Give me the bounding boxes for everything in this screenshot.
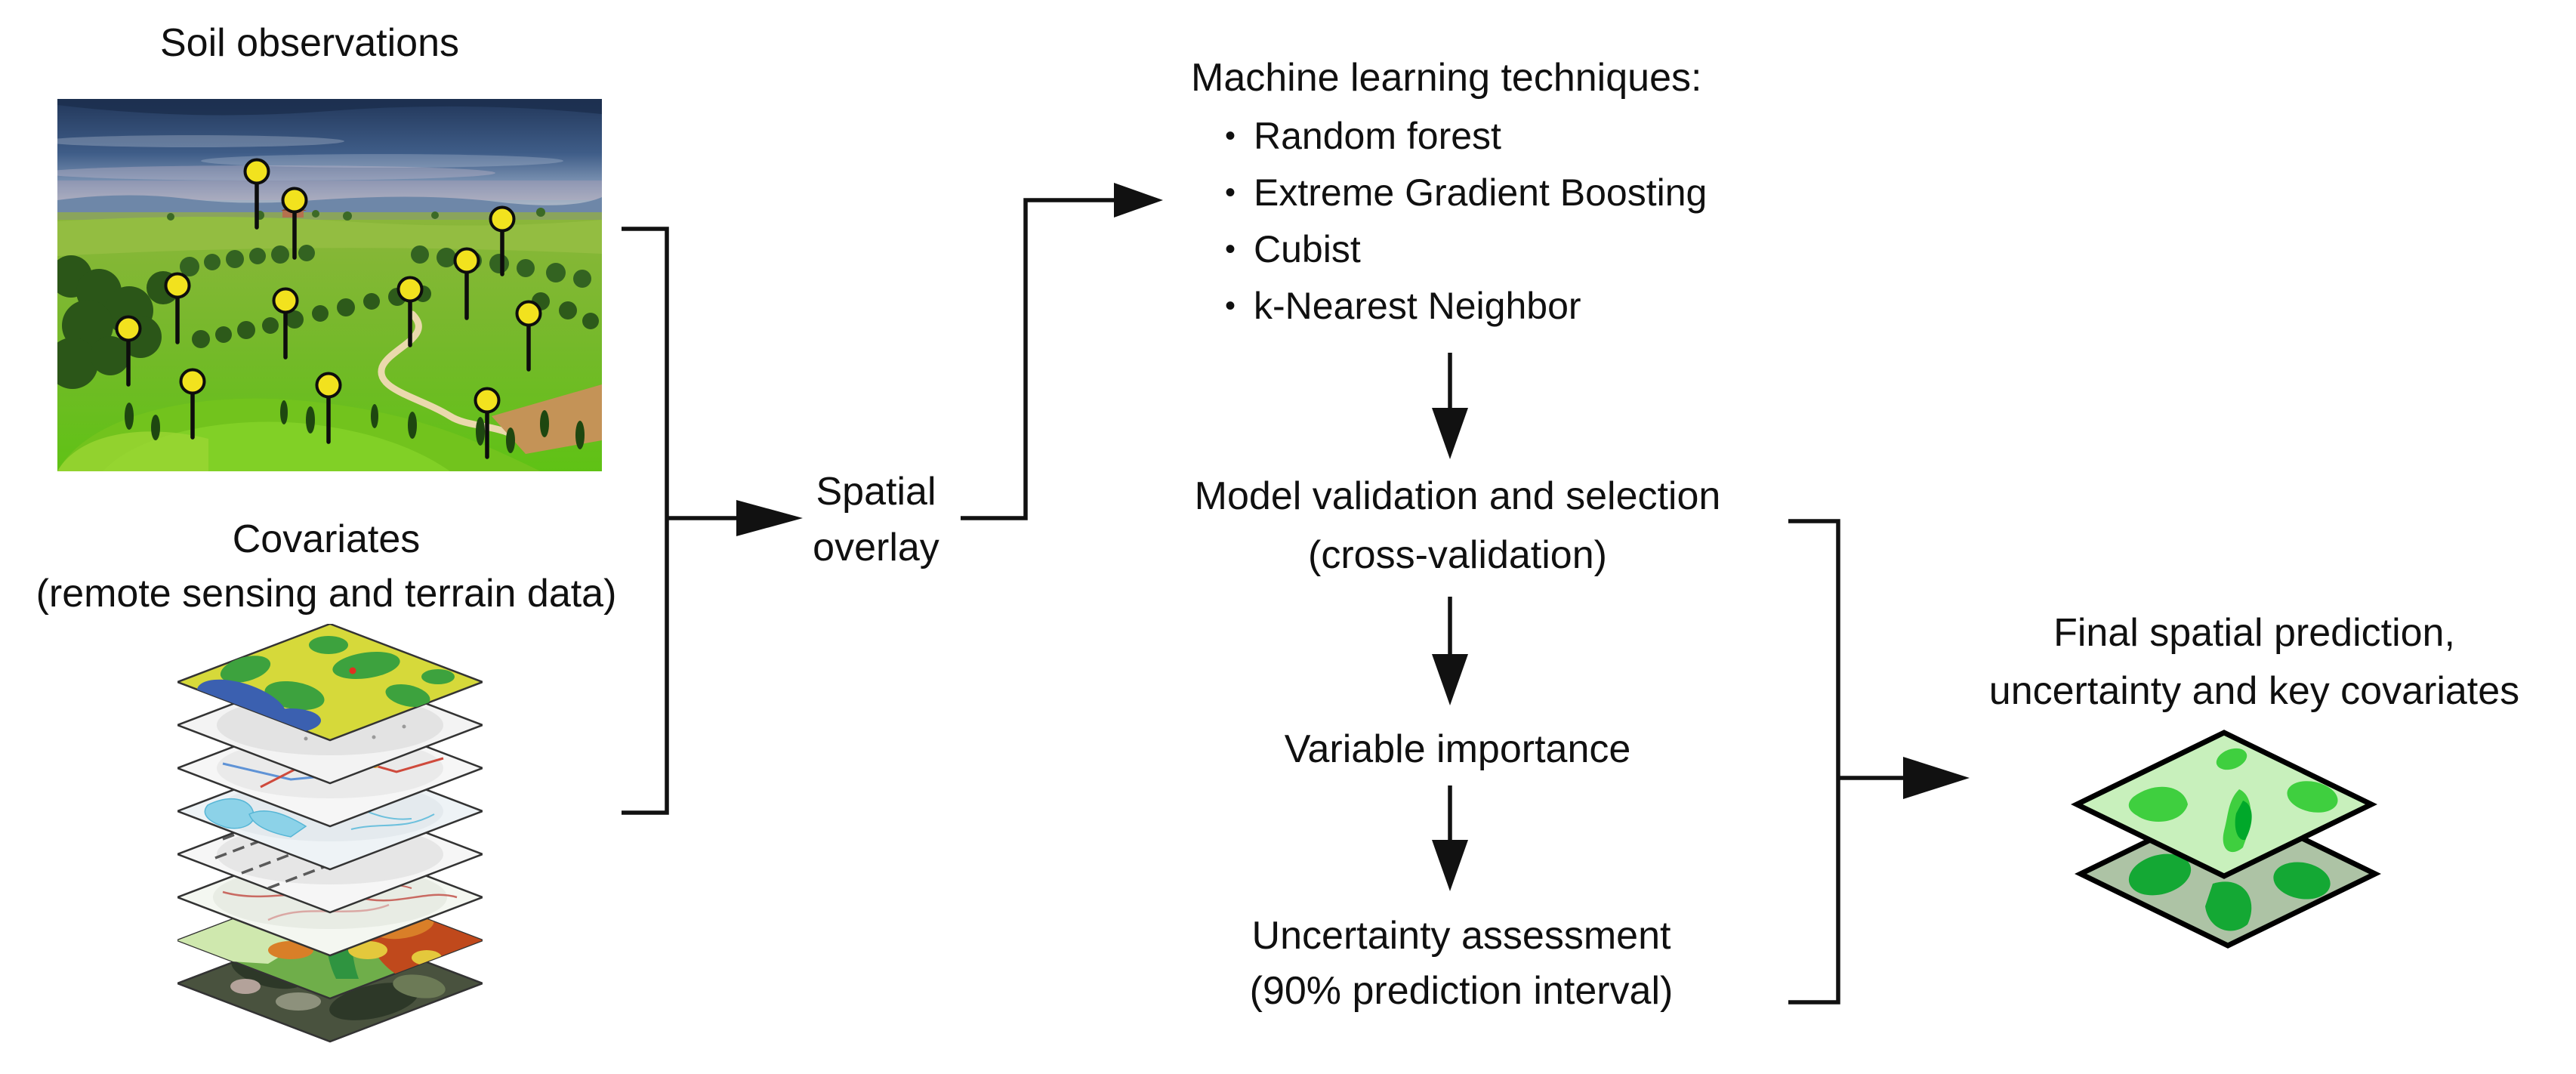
final-line2: uncertainty and key covariates <box>1988 669 2520 713</box>
layer-landcover <box>177 624 483 742</box>
spatial-overlay-label: Spatial overlay <box>770 464 982 576</box>
prediction-layer-top <box>2071 730 2377 879</box>
list-item-knn: • k-Nearest Neighbor <box>1225 277 1707 334</box>
ml-item-label: Cubist <box>1254 227 1361 270</box>
uncertainty-line2: (90% prediction interval) <box>1249 969 1674 1013</box>
bullet-icon: • <box>1225 175 1236 209</box>
soil-observations-title: Soil observations <box>160 21 459 65</box>
prediction-layers-icon <box>2071 730 2381 949</box>
arrowhead-ml <box>1114 183 1163 218</box>
bullet-icon: • <box>1225 119 1236 153</box>
validation-line2: (cross-validation) <box>1308 533 1607 577</box>
ml-item-label: Extreme Gradient Boosting <box>1254 171 1708 214</box>
covariates-line2: (remote sensing and terrain data) <box>35 572 617 616</box>
left-bracket <box>622 227 669 815</box>
validation-line1: Model validation and selection <box>1194 474 1721 518</box>
spatial-overlay-line1: Spatial <box>816 470 936 514</box>
covariate-layer-stack-icon <box>177 624 483 1043</box>
list-item-cubist: • Cubist <box>1225 221 1707 277</box>
right-bracket <box>1788 519 1840 1005</box>
bullet-icon: • <box>1225 289 1236 323</box>
ml-techniques-list: • Random forest • Extreme Gradient Boost… <box>1225 107 1707 334</box>
landscape-art <box>57 99 602 471</box>
final-prediction-label: Final spatial prediction, uncertainty an… <box>1933 604 2575 721</box>
spatial-overlay-line2: overlay <box>813 526 939 569</box>
arrowhead-validation <box>1432 408 1468 459</box>
pin-heads <box>115 158 542 414</box>
top-layer-dark-blob <box>2235 801 2252 841</box>
ml-techniques-heading: Machine learning techniques: <box>1191 56 1702 100</box>
arrowhead-uncertainty <box>1432 840 1468 891</box>
uncertainty-line1: Uncertainty assessment <box>1251 914 1671 958</box>
arrowhead-final <box>1903 757 1970 799</box>
elbow-overlay-to-ml <box>961 198 1116 520</box>
arrowhead-varimp <box>1432 654 1468 705</box>
variable-importance-label: Variable importance <box>1284 727 1631 771</box>
list-item-random-forest: • Random forest <box>1225 107 1707 164</box>
sample-pins <box>115 158 542 459</box>
ml-item-label: k-Nearest Neighbor <box>1254 284 1581 327</box>
covariates-label: Covariates (remote sensing and terrain d… <box>28 512 625 621</box>
soil-landscape-photo-icon <box>57 99 602 471</box>
uncertainty-assessment-label: Uncertainty assessment (90% prediction i… <box>1167 909 1756 1019</box>
ml-item-label: Random forest <box>1254 114 1501 157</box>
covariates-line1: Covariates <box>232 517 421 561</box>
final-line1: Final spatial prediction, <box>2053 611 2455 655</box>
list-item-xgboost: • Extreme Gradient Boosting <box>1225 164 1707 221</box>
bullet-icon: • <box>1225 232 1236 266</box>
bottom-layer-blobs <box>2128 837 2331 931</box>
model-validation-label: Model validation and selection (cross-va… <box>1125 467 1790 585</box>
